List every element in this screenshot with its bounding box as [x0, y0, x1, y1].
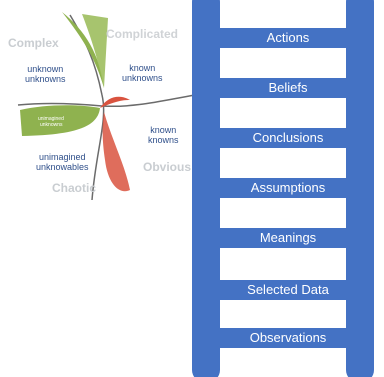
green-blade-top-fill	[82, 14, 108, 88]
rung-label-meanings: Meanings	[259, 230, 317, 245]
quadrant-known-knowns: known knowns	[148, 125, 179, 145]
ladder-rung-observations	[214, 328, 352, 348]
rung-label-assumptions: Assumptions	[250, 180, 326, 195]
quadrant-text-line: unknowables	[36, 162, 89, 172]
domain-label-complicated: Complicated	[106, 27, 179, 41]
quadrant-text-line: knowns	[148, 135, 179, 145]
svg-text:unimagined: unimagined	[38, 116, 64, 122]
domain-label-obvious: Obvious	[143, 160, 192, 174]
quadrant-text-line: unknown	[27, 64, 64, 74]
quadrant-unimagined-unknowables: unimagined unknowables	[36, 152, 89, 172]
ladder-rungs	[214, 28, 352, 348]
green-blade-left	[20, 105, 100, 136]
quadrant-text-line: unimagined	[39, 152, 86, 162]
quadrant-unknown-unknowns: unknown unknowns	[25, 64, 66, 84]
quadrant-text-line: known	[150, 125, 177, 135]
red-blade-bottom	[102, 112, 130, 192]
rung-label-conclusions: Conclusions	[252, 130, 324, 145]
rung-label-actions: Actions	[266, 30, 310, 45]
ladder-rung-actions	[214, 28, 352, 48]
cynefin-diagram: unimagined unknowns Complex Complicated …	[0, 0, 215, 215]
red-blade-small	[100, 96, 130, 108]
ladder-rung-beliefs	[214, 78, 352, 98]
domain-label-chaotic: Chaotic	[52, 181, 97, 195]
ladder-right-rail	[346, 0, 374, 377]
ladder-left-rail	[192, 0, 220, 377]
ladder-rung-selected-data	[214, 280, 352, 300]
cynefin-sketch: unimagined unknowns	[17, 12, 196, 201]
quadrant-known-unknowns: known unknowns	[122, 63, 163, 83]
rung-label-selected-data: Selected Data	[247, 282, 329, 297]
quadrant-text-line: unknowns	[25, 74, 66, 84]
rung-label-observations: Observations	[249, 330, 327, 345]
quadrant-text-line: unknowns	[122, 73, 163, 83]
rung-label-beliefs: Beliefs	[268, 80, 308, 95]
svg-text:unknowns: unknowns	[40, 122, 63, 128]
ladder-rung-assumptions	[214, 178, 352, 198]
ladder-rung-conclusions	[214, 128, 352, 148]
domain-label-complex: Complex	[8, 36, 59, 50]
ladder-rung-meanings	[214, 228, 352, 248]
quadrant-text-line: known	[129, 63, 156, 73]
